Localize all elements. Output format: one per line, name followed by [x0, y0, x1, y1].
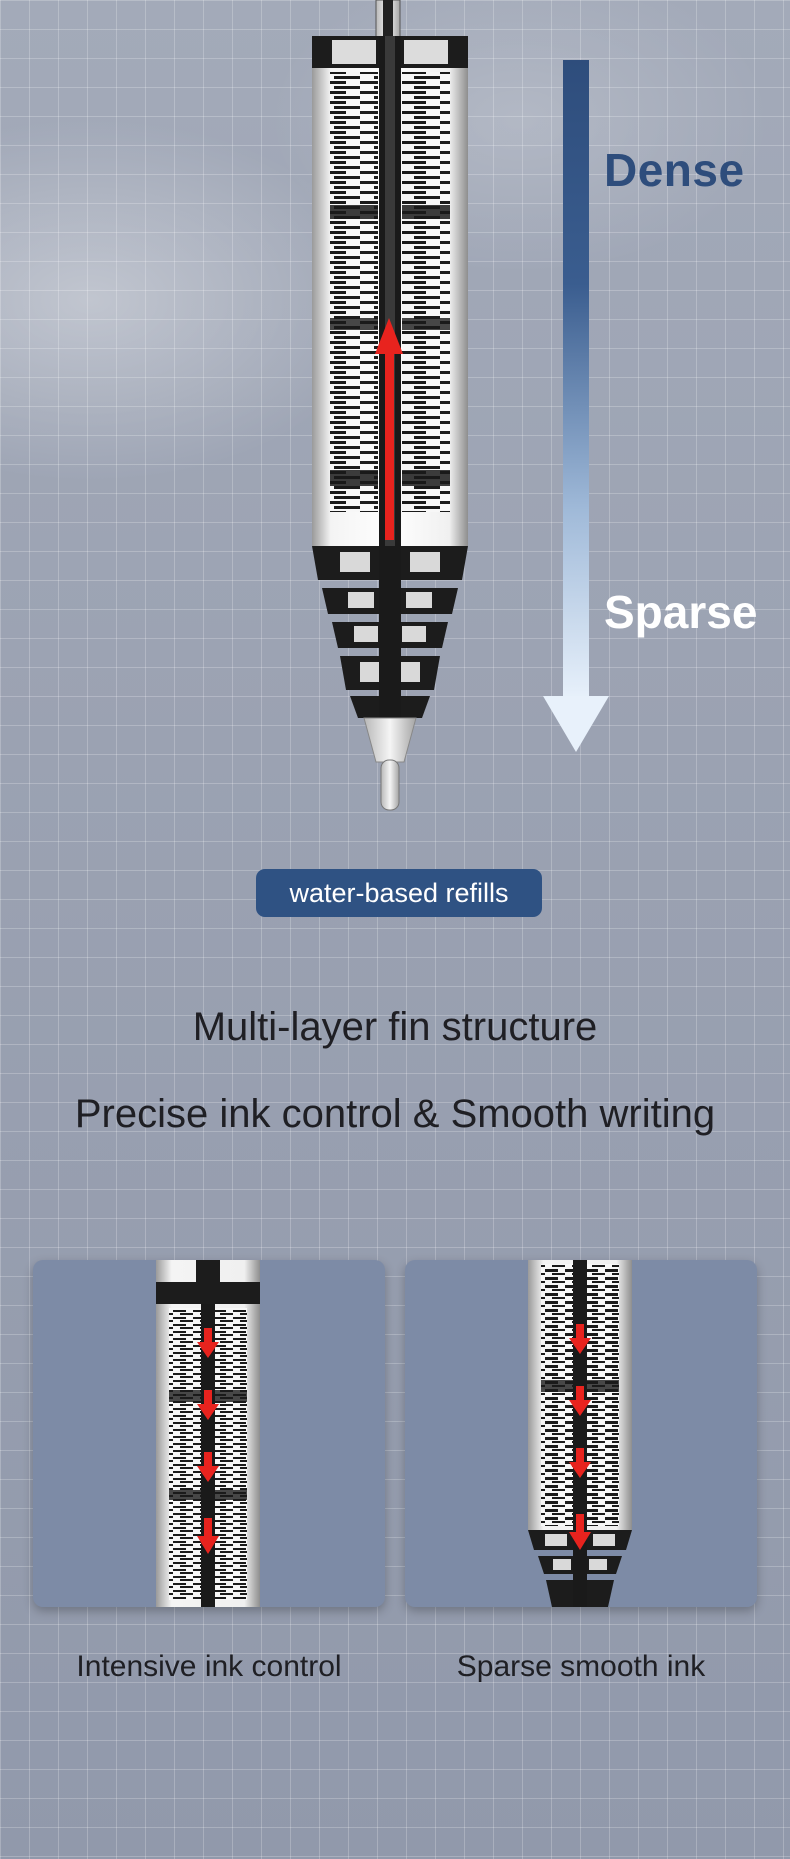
- headline-line-2: Precise ink control & Smooth writing: [74, 1092, 716, 1136]
- intensive-ink-control-caption: Intensive ink control: [76, 1650, 342, 1683]
- sparse-refill-detail-illustration: [528, 1260, 632, 1607]
- sparse-smooth-ink-caption: Sparse smooth ink: [456, 1650, 706, 1683]
- dense-label: Dense: [604, 144, 745, 196]
- refill-cross-section-illustration: [312, 0, 609, 811]
- sparse-smooth-ink-panel: [405, 1260, 757, 1607]
- sparse-label: Sparse: [604, 586, 758, 638]
- dense-refill-detail-illustration: [156, 1260, 260, 1607]
- refill-type-badge-label: water-based refills: [289, 877, 509, 908]
- headline-line-1: Multi-layer fin structure: [192, 1005, 598, 1049]
- refill-type-badge: water-based refills: [256, 869, 542, 917]
- intensive-ink-control-panel: [33, 1260, 385, 1607]
